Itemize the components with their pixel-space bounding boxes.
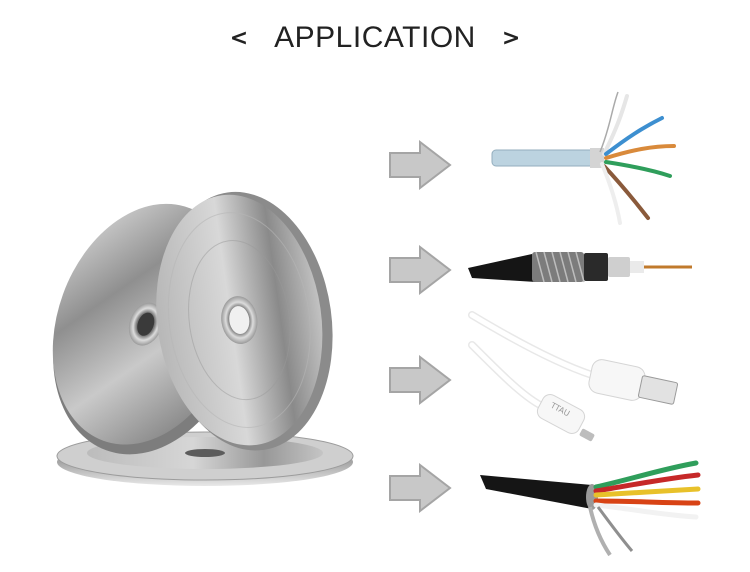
lan-cable-image xyxy=(491,91,676,225)
header: < APPLICATION > xyxy=(0,14,750,62)
usb-cable-image: TTAU xyxy=(468,311,679,442)
multicore-cable-image xyxy=(480,460,701,557)
arrow-right-icon xyxy=(389,355,452,405)
arrow-right-icon xyxy=(389,245,452,295)
arrow-right-icon xyxy=(389,140,452,190)
foil-reels-image xyxy=(52,191,354,486)
arrow-right-icon xyxy=(389,463,452,513)
coaxial-cable-image xyxy=(468,251,692,283)
page-title: APPLICATION xyxy=(274,21,476,54)
chevron-left-icon[interactable]: < xyxy=(229,25,249,51)
chevron-right-icon[interactable]: > xyxy=(501,25,521,51)
